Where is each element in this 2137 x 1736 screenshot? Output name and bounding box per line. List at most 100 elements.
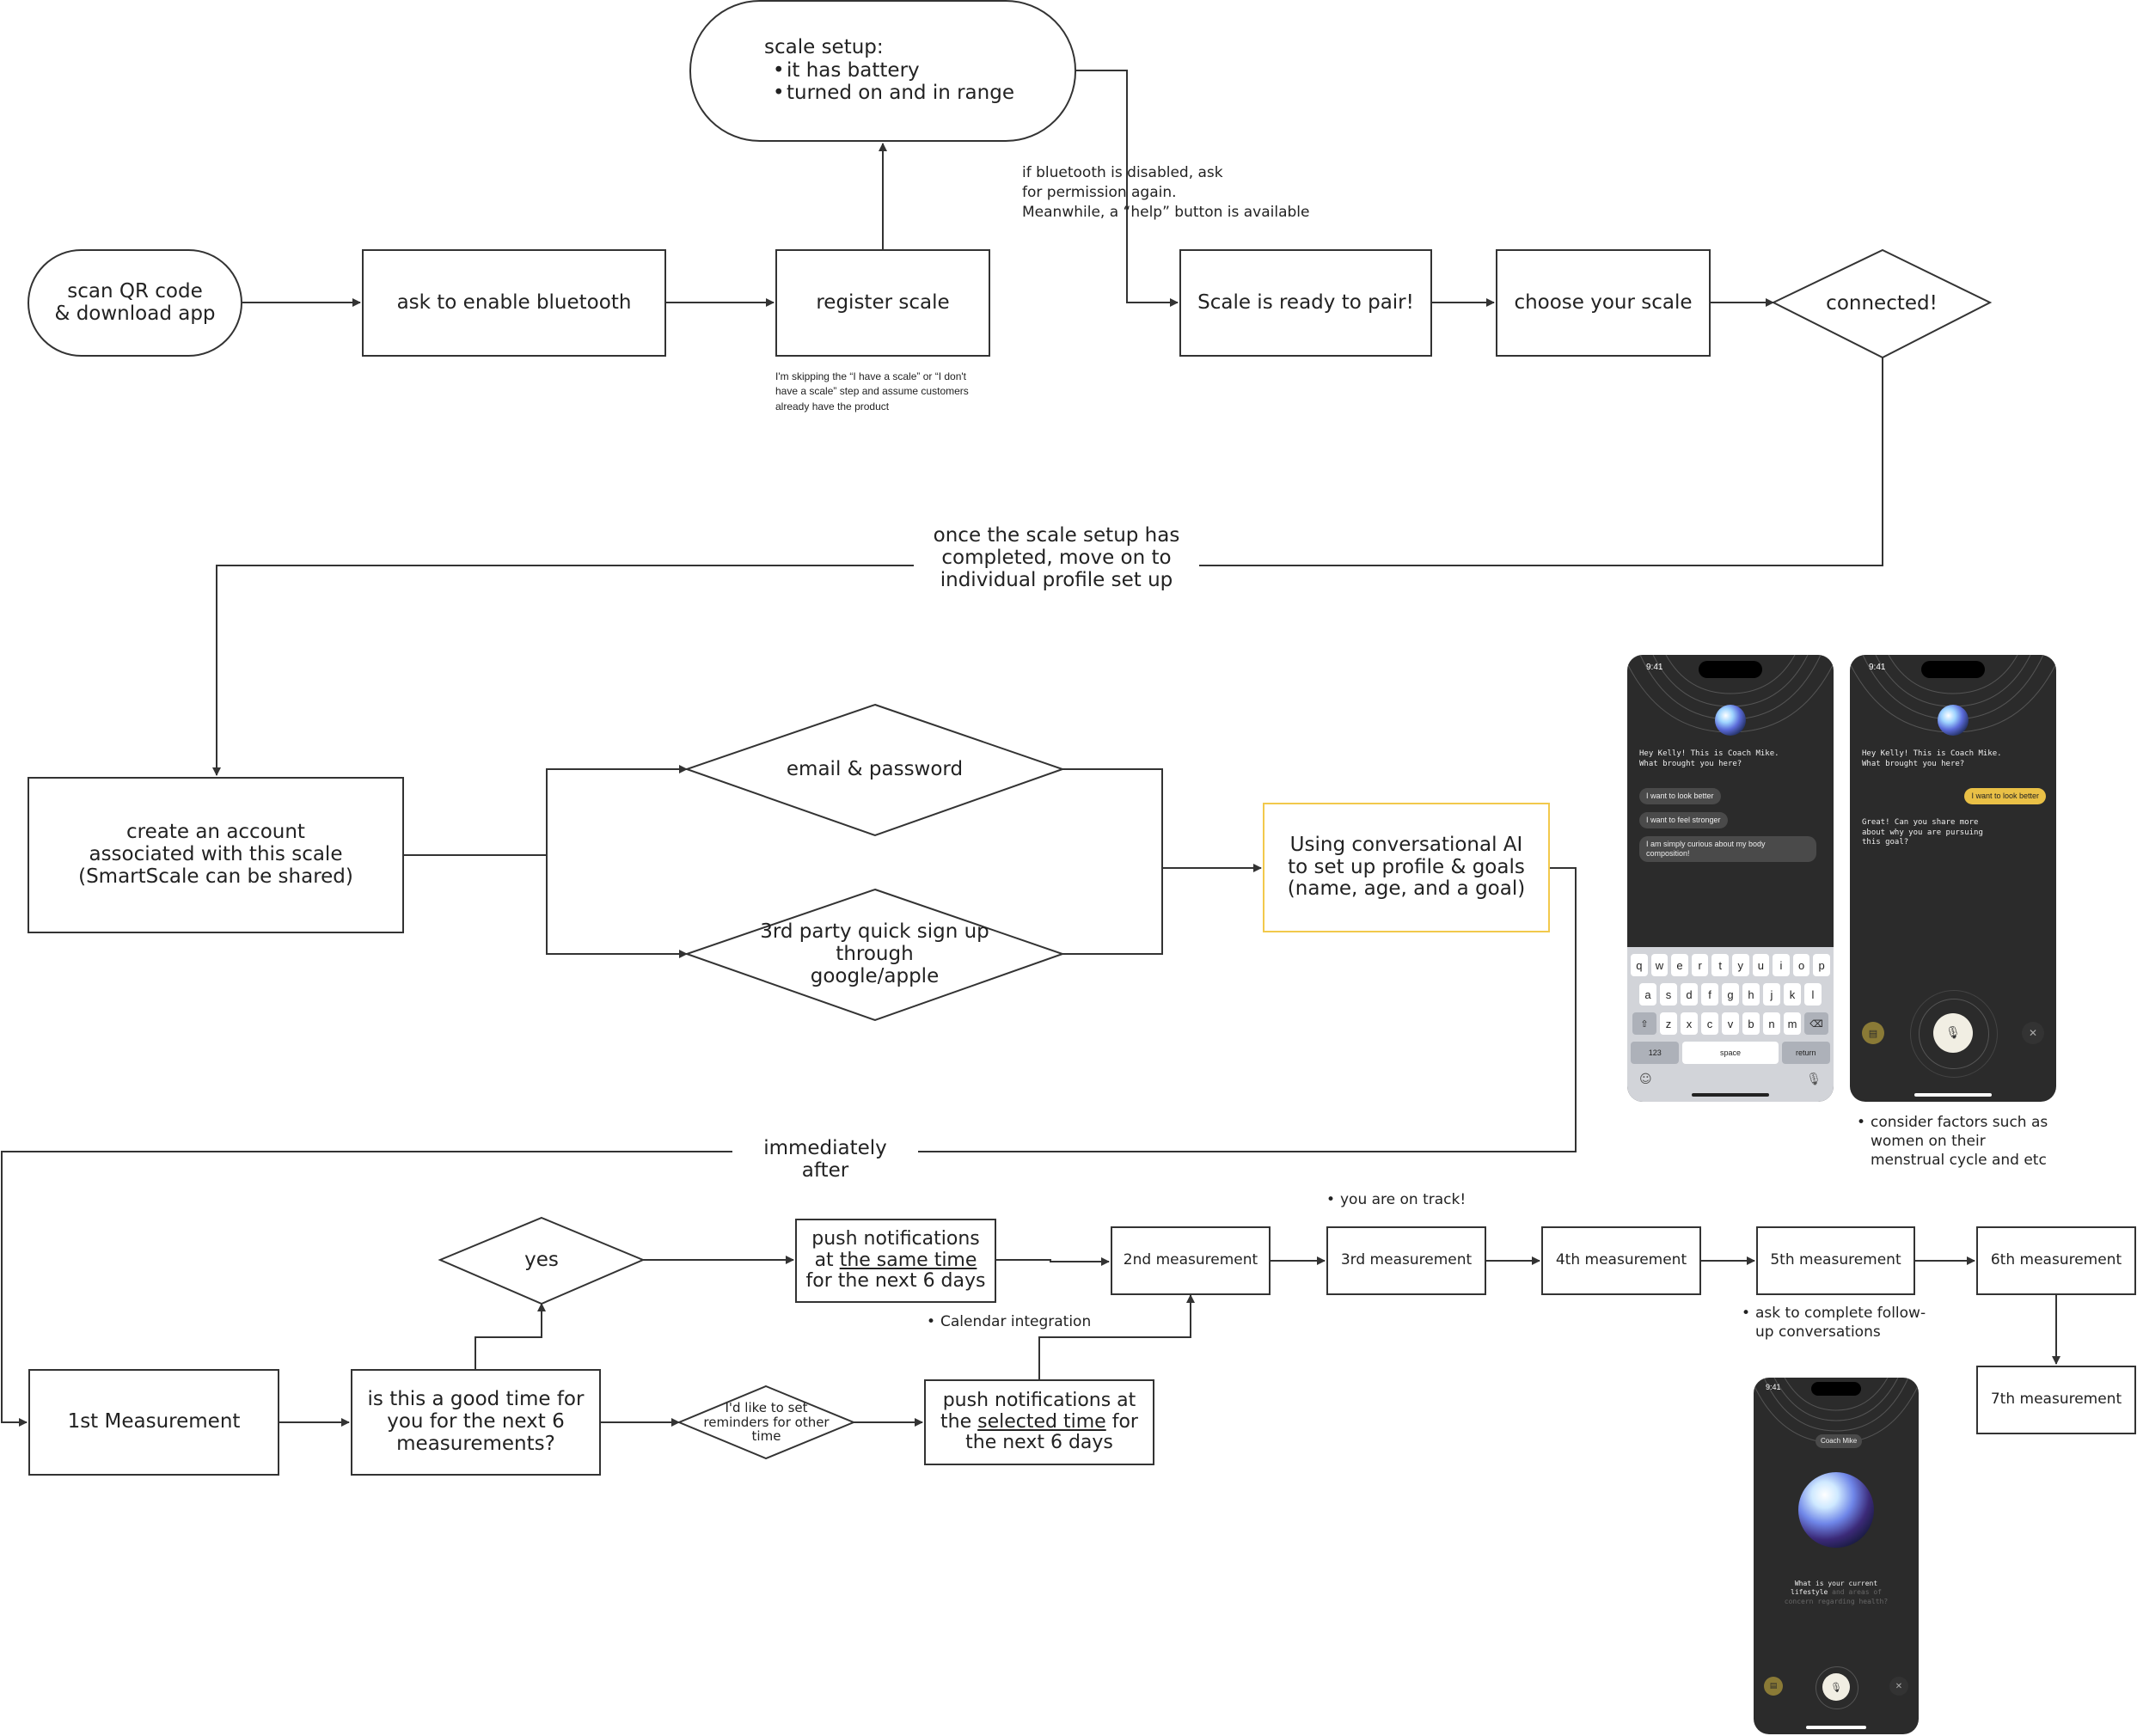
push-same-text-end: for the next 6 days <box>805 1270 986 1293</box>
dictation-mic-icon[interactable]: 🎙 <box>1806 1073 1822 1086</box>
backspace-key[interactable]: ⌫ <box>1804 1012 1828 1035</box>
key-o[interactable]: o <box>1792 954 1810 976</box>
key-t[interactable]: t <box>1711 954 1729 976</box>
good-time-node: is this a good time for you for the next… <box>351 1369 601 1476</box>
once-setup-label: once the scale setup has completed, move… <box>914 524 1199 592</box>
key-l[interactable]: l <box>1804 983 1822 1006</box>
home-indicator <box>1692 1093 1769 1097</box>
key-f[interactable]: f <box>1701 983 1718 1006</box>
lifestyle-question: What is your current lifestyle and areas… <box>1784 1580 1889 1605</box>
key-w[interactable]: w <box>1650 954 1669 976</box>
key-i[interactable]: i <box>1773 954 1790 976</box>
scale-setup-node: scale setup: it has battery turned on an… <box>689 0 1076 142</box>
skipping-note: I'm skipping the “I have a scale” or “I … <box>775 370 969 413</box>
option-chip[interactable]: I want to look better <box>1639 788 1721 804</box>
key-k[interactable]: k <box>1784 983 1801 1006</box>
key-123[interactable]: 123 <box>1631 1042 1680 1064</box>
edge-to-email <box>546 765 688 855</box>
key-m[interactable]: m <box>1784 1012 1801 1035</box>
key-r[interactable]: r <box>1691 954 1709 976</box>
phone-mockup-chat-keyboard: 9:41 Hey Kelly! This is Coach Mike. What… <box>1627 655 1834 1102</box>
push-same-time-node: push notifications at the same time for … <box>795 1219 996 1303</box>
reminders-diamond <box>677 1385 856 1460</box>
coach-greeting: Hey Kelly! This is Coach Mike. What brou… <box>1639 749 1779 768</box>
edge-email-out <box>1062 768 1163 868</box>
key-u[interactable]: u <box>1752 954 1770 976</box>
create-account-node: create an account associated with this s… <box>28 777 404 933</box>
selected-time-underlined: selected time <box>977 1410 1106 1433</box>
push-sel-text: push notifications at the <box>940 1390 1136 1433</box>
measurement-2-node: 2nd measurement <box>1111 1226 1271 1295</box>
mic-ring <box>1910 990 1998 1078</box>
email-password-label: email & password <box>786 758 964 781</box>
measurement-4-node: 4th measurement <box>1541 1226 1701 1295</box>
shift-key[interactable]: ⇧ <box>1632 1012 1656 1035</box>
option-chip[interactable]: I am simply curious about my body compos… <box>1639 836 1816 862</box>
option-chip[interactable]: I want to feel stronger <box>1639 812 1728 828</box>
immediately-after-label: immediately after <box>732 1137 918 1183</box>
key-y[interactable]: y <box>1732 954 1749 976</box>
close-icon[interactable]: ✕ <box>2022 1022 2044 1044</box>
key-d[interactable]: d <box>1681 983 1698 1006</box>
key-c[interactable]: c <box>1701 1012 1718 1035</box>
ready-to-pair-node: Scale is ready to pair! <box>1179 249 1432 357</box>
scale-setup-title: scale setup: <box>764 36 884 59</box>
key-z[interactable]: z <box>1660 1012 1677 1035</box>
key-q[interactable]: q <box>1631 954 1648 976</box>
ai-orb-icon <box>1938 705 1969 736</box>
dynamic-island <box>1811 1382 1861 1396</box>
key-b[interactable]: b <box>1742 1012 1760 1035</box>
keyboard-toggle-icon[interactable]: ▤ <box>1764 1677 1783 1696</box>
connected-label: connected! <box>1826 291 1938 315</box>
key-v[interactable]: v <box>1722 1012 1739 1035</box>
key-a[interactable]: a <box>1639 983 1656 1006</box>
scan-qr-node: scan QR code & download app <box>28 249 242 357</box>
keyboard-toggle-icon[interactable]: ▤ <box>1862 1022 1884 1044</box>
key-g[interactable]: g <box>1722 983 1739 1006</box>
measurement-7-node: 7th measurement <box>1976 1366 2136 1434</box>
key-p[interactable]: p <box>1813 954 1830 976</box>
coach-followup: Great! Can you share more about why you … <box>1862 818 1983 847</box>
follow-up-note: ask to complete follow- up conversations <box>1742 1304 1926 1342</box>
scale-setup-item: turned on and in range <box>773 82 1014 105</box>
measurement-3-node: 3rd measurement <box>1326 1226 1486 1295</box>
third-party-label: 3rd party quick sign up through google/a… <box>760 920 989 987</box>
edge-to-3rdparty <box>546 855 688 958</box>
coach-name-badge: Coach Mike <box>1816 1434 1863 1448</box>
selected-option-chip: I want to look better <box>1964 788 2046 804</box>
same-time-underlined: the same time <box>839 1249 977 1271</box>
key-j[interactable]: j <box>1763 983 1780 1006</box>
mic-ring <box>1816 1666 1858 1709</box>
phone-mockup-chat-answered: 9:41 Hey Kelly! This is Coach Mike. What… <box>1850 655 2056 1102</box>
key-space[interactable]: space <box>1682 1042 1779 1064</box>
connected-diamond <box>1771 248 1993 359</box>
mic-button[interactable]: 🎙 <box>1822 1673 1850 1701</box>
calendar-note: Calendar integration <box>927 1312 1091 1331</box>
close-icon[interactable]: ✕ <box>1889 1677 1908 1696</box>
consider-factors-note: consider factors such as women on their … <box>1857 1113 2048 1170</box>
measurement-6-node: 6th measurement <box>1976 1226 2136 1295</box>
key-return[interactable]: return <box>1781 1042 1830 1064</box>
key-x[interactable]: x <box>1681 1012 1698 1035</box>
status-time: 9:41 <box>1766 1383 1781 1391</box>
key-s[interactable]: s <box>1660 983 1677 1006</box>
coach-greeting: Hey Kelly! This is Coach Mike. What brou… <box>1862 749 2002 768</box>
key-h[interactable]: h <box>1742 983 1760 1006</box>
measurement-5-node: 5th measurement <box>1756 1226 1915 1295</box>
emoji-icon[interactable]: ☺ <box>1639 1073 1652 1086</box>
ai-orb-icon <box>1798 1472 1874 1548</box>
key-e[interactable]: e <box>1671 954 1688 976</box>
mic-button[interactable]: 🎙 <box>1933 1013 1973 1053</box>
home-indicator <box>1914 1093 1992 1097</box>
push-sel-text-end: for the next 6 days <box>965 1410 1138 1454</box>
dynamic-island <box>1921 661 1985 678</box>
push-same-text: push notifications at <box>811 1228 980 1271</box>
reminders-label: I'd like to set reminders for other time <box>703 1399 830 1445</box>
status-time: 9:41 <box>1646 663 1663 672</box>
key-n[interactable]: n <box>1763 1012 1780 1035</box>
ai-orb-icon <box>1715 705 1746 736</box>
edge-pushsame-to-m2 <box>996 1257 1110 1266</box>
scale-setup-item: it has battery <box>773 59 1014 83</box>
third-party-diamond <box>683 888 1066 1022</box>
